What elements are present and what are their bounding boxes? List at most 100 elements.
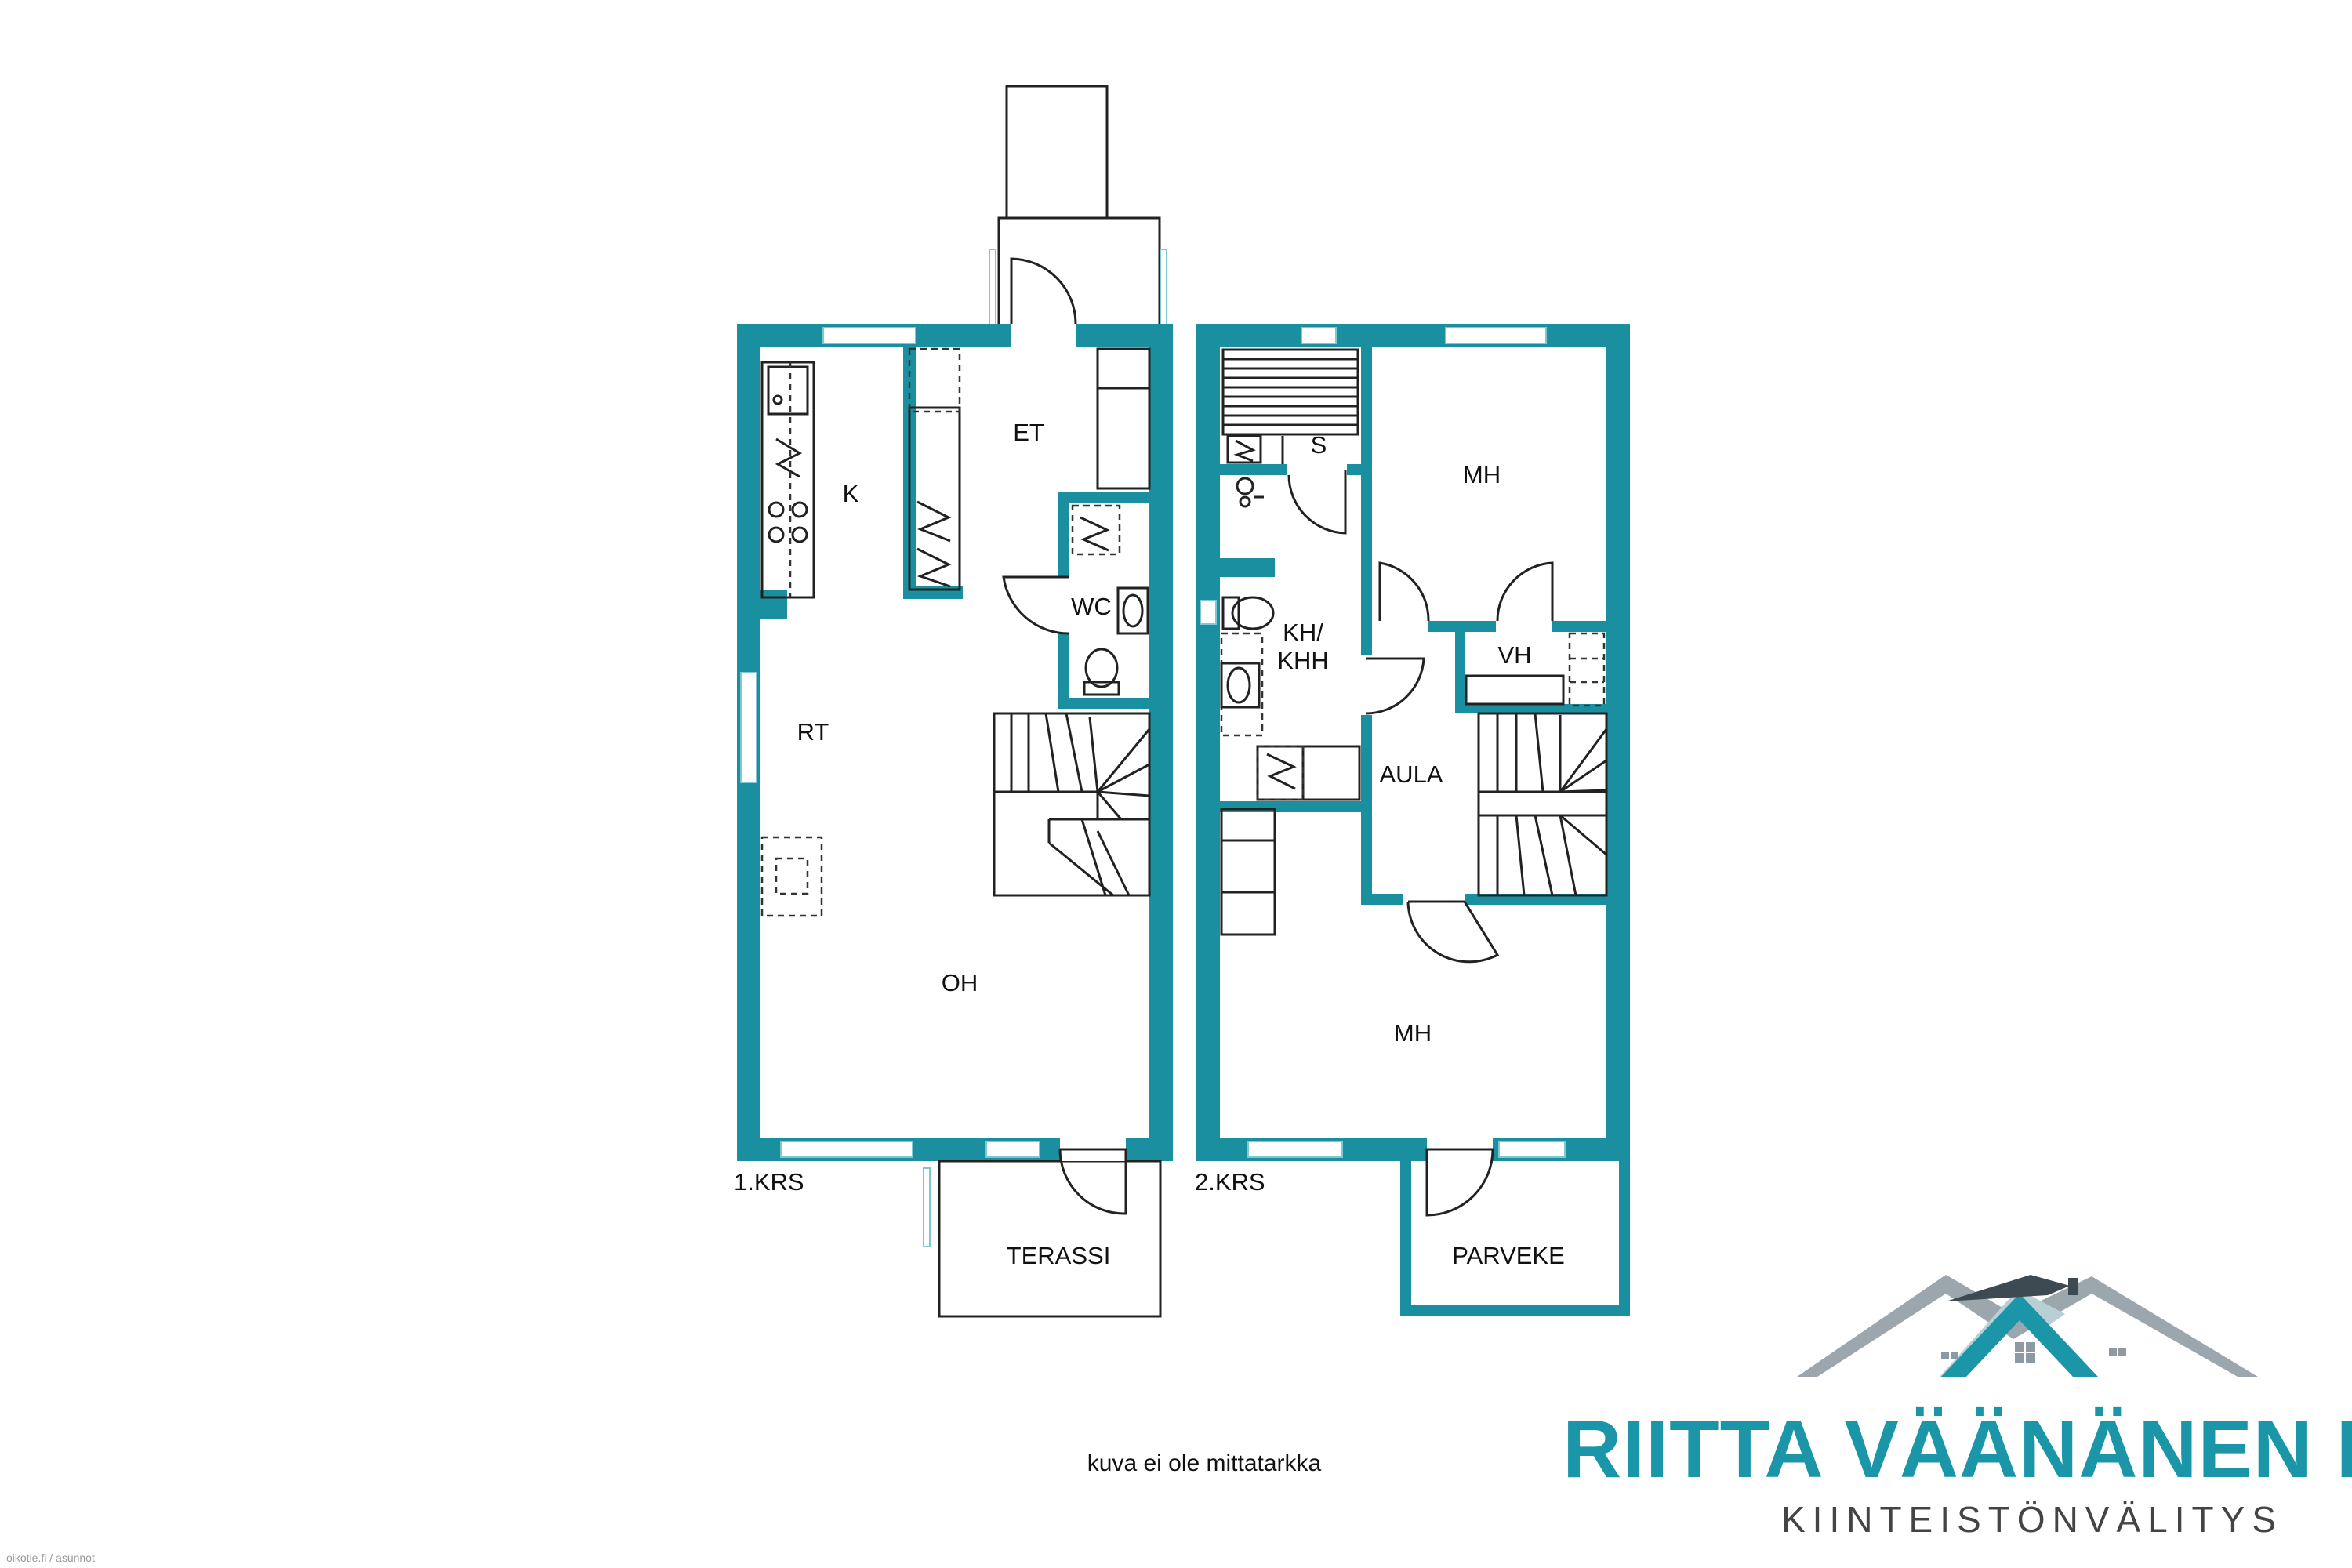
first-floor-top-wall [737, 324, 1173, 347]
stove-burner [768, 526, 785, 543]
entry-wardrobe [1096, 347, 1151, 490]
wc-top-wall [1058, 492, 1160, 503]
fridge-symbol [775, 437, 803, 478]
room-label-rt: RT [797, 718, 829, 746]
stove-burner [768, 501, 785, 518]
room-label-mh-top: MH [1463, 461, 1501, 488]
window [740, 672, 757, 783]
first-floor-plan: K ET WC RT OH TERASSI 1.KRS [734, 85, 1173, 1318]
window [780, 1141, 913, 1158]
upper-cabinets [908, 347, 961, 413]
wc-cabinet [1071, 504, 1121, 556]
porch-glass-left [989, 249, 996, 325]
second-floor-left-wall [1196, 324, 1220, 1145]
entry-partition-foot [903, 586, 963, 599]
bath-sink-basin [1226, 666, 1251, 704]
bedroom-wardrobe [1220, 808, 1276, 936]
terrace-door [1058, 1148, 1127, 1215]
kitchen-sink [767, 365, 809, 416]
bedroom2-door-opening [1403, 894, 1465, 905]
room-label-mh-bottom: MH [1394, 1019, 1432, 1047]
appliance-symbol [916, 547, 952, 588]
window [1247, 1141, 1343, 1158]
watermark: oikotie.fi / asunnot [6, 1552, 95, 1564]
balcony-bottom-wall [1400, 1305, 1630, 1316]
bath-sink [1220, 662, 1261, 709]
stove-burner [791, 501, 808, 518]
toilet-bowl [1231, 596, 1275, 630]
bath-door-opening [1361, 655, 1372, 715]
vh-bottom-wall [1455, 704, 1606, 713]
toilet-tank [1083, 681, 1120, 696]
window [985, 1141, 1040, 1158]
balcony-right-wall [1619, 1161, 1630, 1316]
brand-name: RIITTA VÄÄNÄNEN LKV [1563, 1404, 2352, 1495]
washer-dryer [1256, 745, 1361, 801]
room-label-k: K [843, 480, 859, 507]
terrace [938, 1160, 1162, 1318]
wc-door [1002, 575, 1070, 635]
window [1301, 327, 1337, 344]
balcony-door [1425, 1148, 1494, 1217]
washer-cabinet [1256, 745, 1305, 801]
sauna-door [1287, 470, 1347, 535]
room-label-parveke: PARVEKE [1452, 1242, 1565, 1269]
window [1445, 327, 1547, 344]
fireplace [760, 836, 823, 917]
window [1200, 600, 1217, 625]
wc-heater-symbol [1080, 516, 1110, 552]
wc-bottom-wall [1058, 698, 1160, 709]
closet-cabinet [1568, 632, 1606, 707]
washer-symbol [1266, 753, 1297, 790]
bath-door [1365, 657, 1425, 715]
kitchen-counter [760, 361, 815, 599]
floor-label-second: 2.KRS [1195, 1168, 1265, 1196]
sauna-stove-symbol [1233, 439, 1256, 463]
closet-shelf [1465, 674, 1565, 706]
second-floor-top-wall [1196, 324, 1630, 347]
room-label-wc: WC [1071, 593, 1112, 620]
brand-subtitle: KIINTEISTÖNVÄLITYS [1781, 1499, 2283, 1540]
bedroom-door-opening [1496, 621, 1552, 632]
fireplace-hearth [775, 857, 809, 895]
room-label-oh: OH [942, 969, 978, 996]
window [822, 327, 916, 344]
toilet-tank [1221, 596, 1240, 630]
wc-door-opening [1058, 577, 1069, 633]
appliance-symbol [916, 500, 952, 543]
second-floor-plan: S MH KH/ KHH VH AULA MH PARVEKE 2.KRS [1195, 324, 1630, 1316]
toilet-bowl [1084, 648, 1119, 688]
entry-door [1010, 257, 1077, 325]
entry-porch [997, 216, 1161, 328]
room-label-s: S [1311, 431, 1327, 459]
first-floor-right-wall [1149, 324, 1173, 1145]
entry-door-opening [1011, 324, 1076, 347]
vh-left-wall [1455, 632, 1465, 713]
entry-porch-roof [1005, 85, 1109, 220]
shower-icon [1236, 477, 1254, 495]
porch-glass-right [1160, 249, 1167, 325]
bath-wall-stub [1220, 558, 1275, 577]
kitchen-wall-stub [760, 590, 787, 619]
room-label-kh: KH/ [1283, 619, 1323, 646]
wc-sink-basin [1122, 593, 1144, 628]
room-label-vh: VH [1497, 641, 1531, 669]
floor-label-first: 1.KRS [734, 1168, 804, 1196]
closet-door [1496, 561, 1554, 622]
bedroom-door [1378, 561, 1430, 622]
room-label-et: ET [1013, 419, 1044, 446]
bedroom2-door [1406, 900, 1500, 964]
sauna-benches [1221, 348, 1359, 436]
second-floor-stairs [1477, 712, 1608, 897]
scale-disclaimer: kuva ei ole mittatarkka [1087, 1450, 1322, 1476]
sauna-door-opening [1287, 464, 1347, 475]
room-label-khh: KHH [1277, 647, 1328, 674]
bath-bottom-wall [1220, 801, 1372, 812]
room-label-terassi: TERASSI [1007, 1242, 1111, 1269]
first-floor-stairs [993, 712, 1151, 897]
wc-sink [1116, 586, 1149, 635]
second-floor-right-wall [1606, 324, 1630, 1145]
kitchen-tall-units [908, 406, 961, 591]
brand-logo: RIITTA VÄÄNÄNEN LKV KIINTEISTÖNVÄLITYS [1563, 1275, 2352, 1540]
